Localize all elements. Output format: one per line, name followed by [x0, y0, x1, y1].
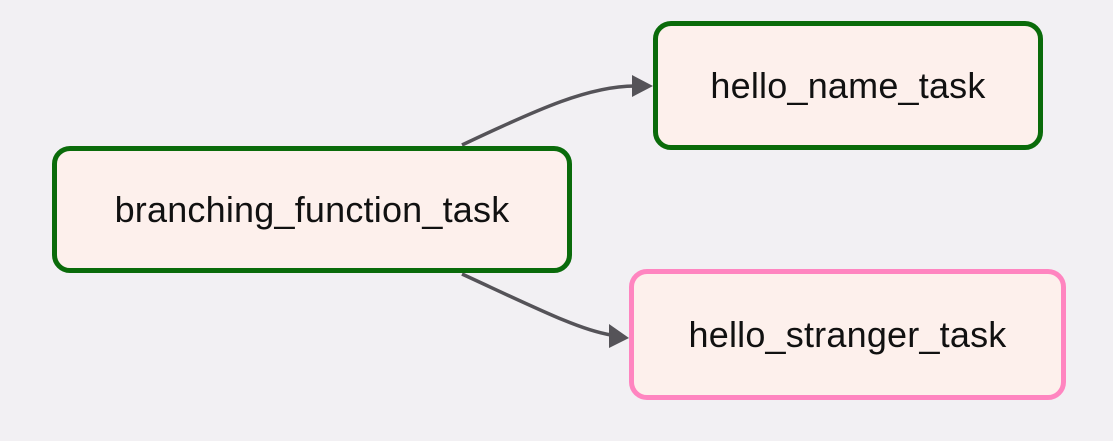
task-node-hello-stranger-task[interactable]: hello_stranger_task	[629, 269, 1066, 400]
task-node-hello-name-task[interactable]: hello_name_task	[653, 21, 1043, 150]
task-node-label: hello_stranger_task	[688, 313, 1007, 355]
edge-branching-to-hello-name	[461, 84, 636, 147]
arrowhead-hello-stranger	[609, 324, 629, 348]
task-node-label: hello_name_task	[710, 64, 986, 106]
edge-branching-to-hello-stranger	[461, 272, 612, 337]
task-node-label: branching_function_task	[114, 188, 510, 230]
arrowhead-hello-name	[632, 75, 653, 97]
task-node-branching-function-task[interactable]: branching_function_task	[52, 146, 572, 273]
